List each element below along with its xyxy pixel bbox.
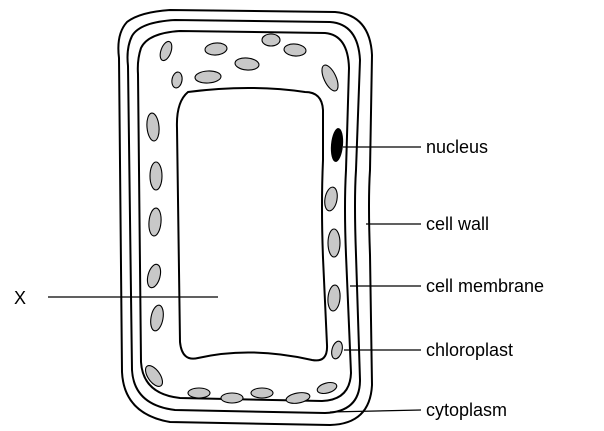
nucleus <box>330 128 345 163</box>
chloroplast <box>328 229 340 257</box>
chloroplast <box>323 186 339 212</box>
label-nucleus: nucleus <box>426 137 488 157</box>
chloroplast <box>142 363 166 390</box>
label-cell-wall: cell wall <box>426 214 489 234</box>
chloroplast <box>319 63 342 93</box>
label-cell-membrane: cell membrane <box>426 276 544 296</box>
chloroplast <box>235 57 260 71</box>
chloroplast <box>146 113 160 142</box>
chloroplast-group <box>142 34 344 405</box>
chloroplast <box>221 393 243 403</box>
chloroplast <box>188 388 210 398</box>
chloroplast <box>195 70 222 83</box>
chloroplast <box>149 304 165 332</box>
chloroplast <box>251 388 273 398</box>
chloroplast <box>327 285 341 312</box>
vacuole <box>177 88 327 360</box>
chloroplast <box>158 40 174 62</box>
label-chloroplast: chloroplast <box>426 340 513 360</box>
cell-membrane <box>138 31 351 401</box>
chloroplast <box>316 381 338 396</box>
chloroplast <box>284 43 307 57</box>
chloroplast <box>150 162 162 190</box>
chloroplast <box>330 340 344 360</box>
chloroplast <box>145 263 163 289</box>
chloroplast <box>262 34 280 46</box>
chloroplast <box>171 71 184 88</box>
chloroplast <box>205 42 228 56</box>
label-x: X <box>14 288 26 308</box>
label-cytoplasm: cytoplasm <box>426 400 507 420</box>
chloroplast <box>148 208 162 237</box>
chloroplast <box>285 391 310 405</box>
